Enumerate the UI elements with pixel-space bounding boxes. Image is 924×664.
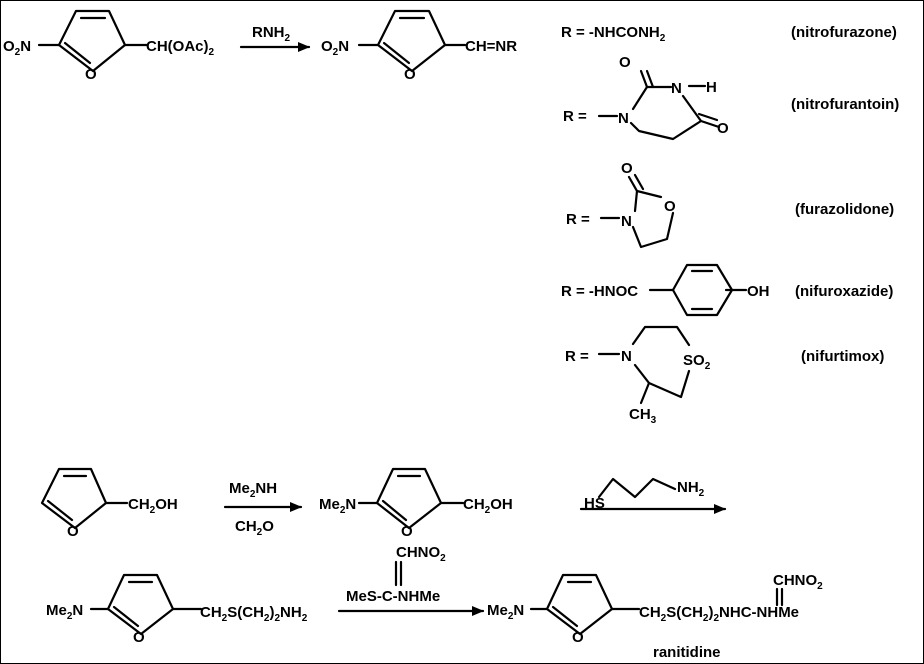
methyl-group: CH3: [629, 406, 657, 426]
ring-oxygen-start: O: [85, 66, 97, 83]
ring-oxygen-intermediate: O: [401, 523, 413, 540]
ring-oxygen-ranitidine: O: [572, 629, 584, 646]
furan-ring-ranitidine: [529, 573, 641, 636]
oxazolidinone-o-top: O: [621, 160, 633, 177]
reagent-nitromethylene: CHNO2: [396, 544, 446, 564]
name-nitrofurazone: (nitrofurazone): [791, 24, 897, 41]
hydantoin-h: H: [706, 79, 717, 96]
sulfone-group: SO2: [683, 352, 711, 372]
oxazolidinone-n: N: [621, 213, 632, 230]
name-furazolidone: (furazolidone): [795, 201, 894, 218]
oxazolidinone-ring: [627, 173, 675, 249]
reagent-double-bond: [394, 560, 403, 587]
r-label-nifurtimox: R =: [565, 348, 589, 365]
oxazolidinone-o-ring: O: [664, 198, 676, 215]
ring-oxygen-product: O: [404, 66, 416, 83]
dimethylamino-ranitidine: Me2N: [487, 602, 524, 622]
imine-group: CH=NR: [465, 38, 517, 55]
reagent-methylthio: MeS-C-NHMe: [346, 588, 440, 605]
reagent-dimethylamine: Me2NH: [229, 480, 277, 500]
furan-ring-product: [376, 9, 447, 73]
cysteamine-thiol: HS: [584, 495, 605, 512]
nitro-group-start: O2N: [3, 38, 31, 58]
name-nifuroxazide: (nifuroxazide): [795, 283, 893, 300]
ranitidine-double-bond: [775, 587, 784, 607]
diacetate-group: CH(OAc)2: [146, 38, 215, 58]
thiomorpholine-ring: [631, 325, 691, 405]
name-ranitidine: ranitidine: [653, 644, 721, 661]
hydantoin-n1: N: [618, 110, 629, 127]
r-group-nitrofurazone: R = -NHCONH2: [561, 24, 666, 44]
hydroxymethyl-furfuryl: CH2OH: [128, 496, 178, 516]
hydroxymethyl-intermediate: CH2OH: [463, 496, 513, 516]
furan-ring-furfuryl: [40, 467, 129, 530]
cysteamine-chain: [597, 477, 677, 499]
r-label-nifuroxazide: R = -HNOC: [561, 283, 638, 300]
r-label-nitrofurantoin: R =: [563, 108, 587, 125]
ranitidine-chain: CH2S(CH2)2NHC-NHMe: [639, 604, 799, 624]
hydroxyl-group: OH: [747, 283, 770, 300]
ring-oxygen-amine: O: [133, 629, 145, 646]
hydantoin-o-right: O: [717, 120, 729, 137]
furan-ring-amine: [89, 573, 203, 636]
hydantoin-ring: [629, 69, 721, 141]
aminoethylthio-chain: CH2S(CH2)2NH2: [200, 604, 308, 624]
name-nitrofurantoin: (nitrofurantoin): [791, 96, 899, 113]
dimethylamino-amine: Me2N: [46, 602, 83, 622]
hydantoin-n3: N: [671, 80, 682, 97]
ring-oxygen-furfuryl: O: [67, 523, 79, 540]
cysteamine-amine: NH2: [677, 479, 705, 499]
reagent-rnh2: RNH2: [252, 24, 291, 44]
benzene-ring: [648, 263, 748, 317]
nitro-group-product: O2N: [321, 38, 349, 58]
r-label-furazolidone: R =: [566, 211, 590, 228]
furan-ring-intermediate: [357, 467, 465, 530]
name-nifurtimox: (nifurtimox): [801, 348, 884, 365]
nifurtimox-n: N: [621, 348, 632, 365]
reagent-formaldehyde: CH2O: [235, 518, 274, 538]
hydantoin-o-top: O: [619, 54, 631, 71]
dimethylamino-intermediate: Me2N: [319, 496, 356, 516]
ranitidine-nitromethylene: CHNO2: [773, 572, 823, 592]
furan-ring-start: [57, 9, 127, 73]
